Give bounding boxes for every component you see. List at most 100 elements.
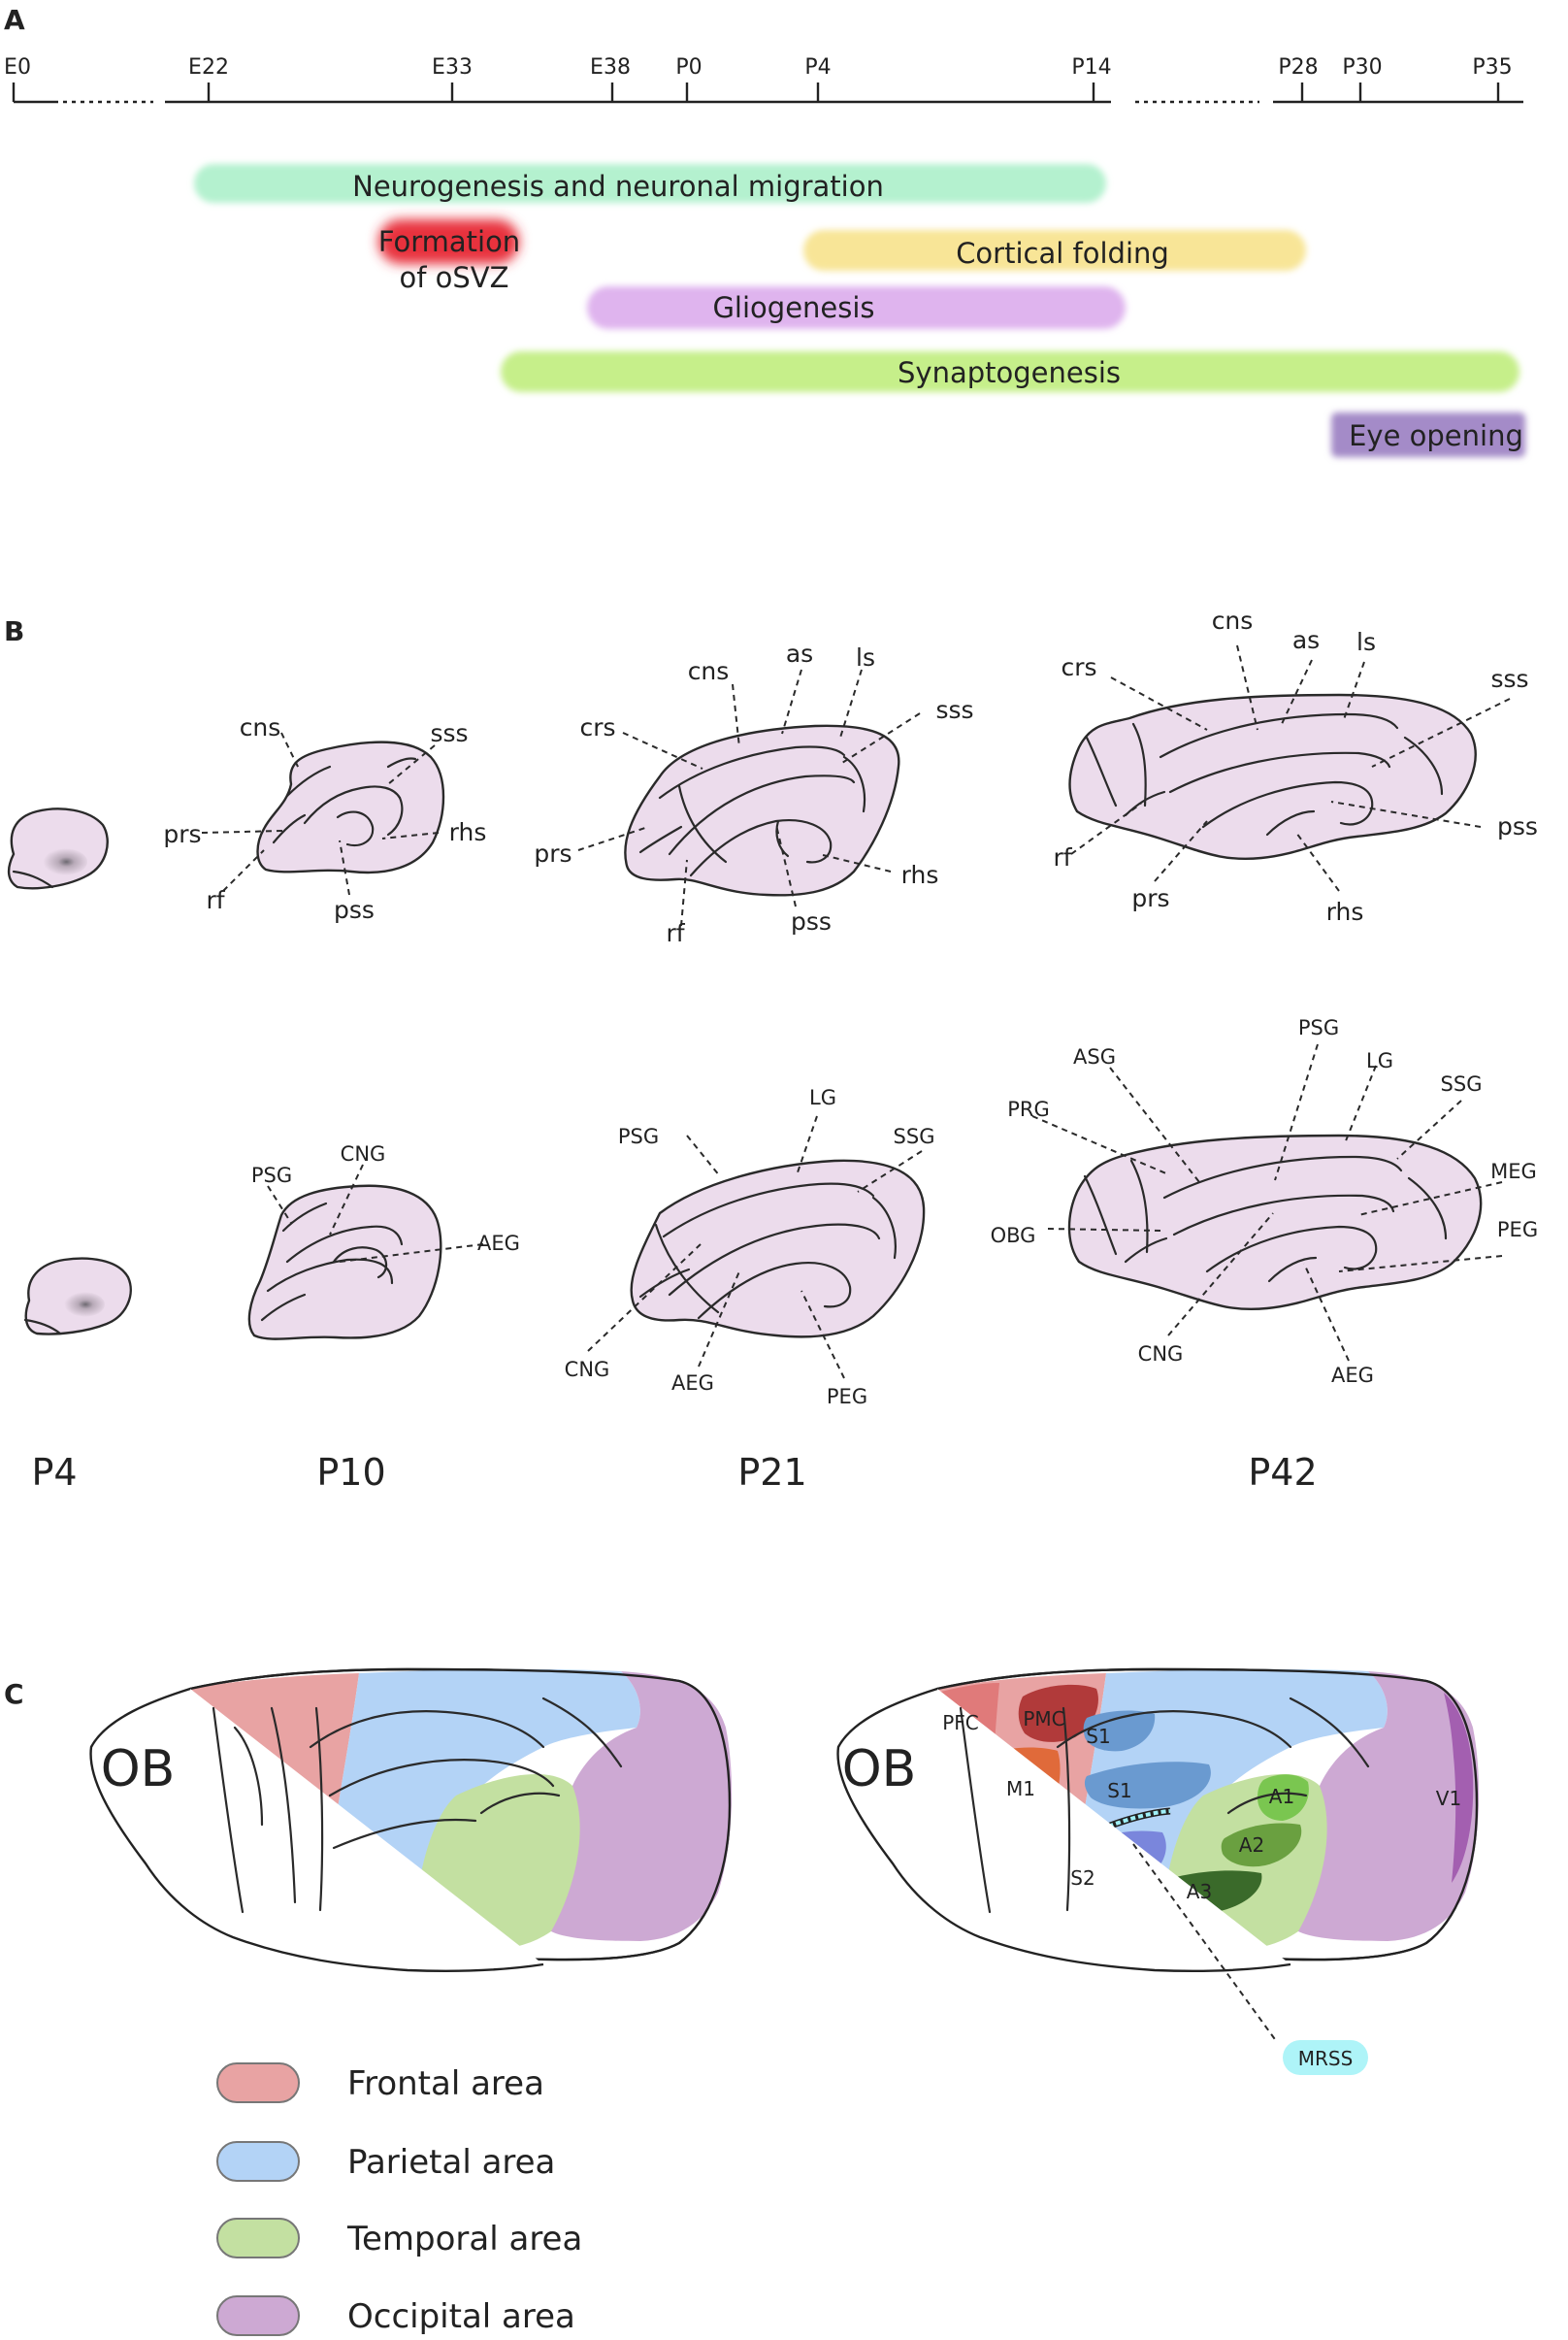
- brain-p42-lateral: cns as ls crs sss pss rf prs rhs: [1053, 607, 1538, 926]
- gyrus-label: PSG: [251, 1164, 292, 1187]
- age-label-p4: P4: [31, 1451, 77, 1494]
- age-label-p10: P10: [316, 1451, 385, 1494]
- mrss-badge: MRSS: [1283, 2040, 1368, 2075]
- tick-label: E38: [590, 55, 631, 80]
- sulcus-label: sss: [1490, 665, 1528, 693]
- gyrus-label: CNG: [565, 1358, 610, 1381]
- sulcus-label: pss: [791, 907, 832, 936]
- gyrus-label: PEG: [827, 1385, 867, 1408]
- sulcus-label: sss: [430, 719, 468, 747]
- legend-label: Occipital area: [347, 2297, 575, 2336]
- cortex-map-areas: OB: [89, 1667, 733, 1972]
- legend-item-occipital: Occipital area: [216, 2295, 575, 2336]
- tick-label: E22: [188, 55, 229, 80]
- brain-p10-lateral: cns sss prs rhs rf pss: [163, 713, 486, 924]
- sulcus-label: rhs: [1326, 898, 1364, 926]
- tick-label: P30: [1342, 55, 1382, 80]
- legend-swatch: [216, 2295, 300, 2336]
- sulcus-label: prs: [1131, 884, 1169, 912]
- legend-label: Temporal area: [346, 2220, 582, 2258]
- tick-label: E0: [4, 55, 31, 80]
- sulcus-label: cns: [240, 713, 281, 742]
- gyrus-label: PSG: [1298, 1016, 1339, 1039]
- gyrus-label: AEG: [671, 1371, 714, 1395]
- gyrus-label: CNG: [1138, 1342, 1184, 1366]
- region-label: A1: [1269, 1785, 1294, 1808]
- region-label: S2: [1070, 1866, 1094, 1890]
- gyrus-label: AEG: [1331, 1364, 1374, 1387]
- event-eye-opening: Eye opening: [1331, 412, 1525, 457]
- region-label: PMC: [1023, 1707, 1064, 1730]
- region-label: S1: [1086, 1725, 1110, 1748]
- tick-p30: P30: [1342, 55, 1383, 102]
- tick-p14: P14: [1071, 55, 1112, 102]
- sulcus-label: rhs: [901, 861, 939, 889]
- region-label: A3: [1187, 1880, 1212, 1903]
- tick-label: P35: [1472, 55, 1512, 80]
- sulcus-label: rf: [666, 919, 685, 947]
- event-gliogenesis: Gliogenesis: [587, 286, 1126, 329]
- legend-item-parietal: Parietal area: [216, 2141, 555, 2182]
- sulcus-label: as: [1292, 626, 1320, 654]
- sulcus-label: rf: [206, 886, 225, 914]
- gyrus-label: ASG: [1073, 1045, 1116, 1069]
- gyrus-label: AEG: [477, 1232, 520, 1255]
- olfactory-bulb-label: OB: [101, 1740, 176, 1798]
- brain-p21-lateral: cns as ls crs sss prs rhs rf pss: [534, 640, 973, 947]
- gyrus-label: PRG: [1007, 1098, 1050, 1121]
- legend-label: Parietal area: [347, 2143, 555, 2182]
- tick-e22: E22: [188, 55, 229, 102]
- gyrus-label: LG: [809, 1086, 836, 1109]
- sulcus-label: rf: [1053, 843, 1072, 872]
- region-label: S1: [1107, 1779, 1131, 1802]
- gyrus-label: LG: [1366, 1049, 1393, 1072]
- tick-label: E33: [432, 55, 473, 80]
- region-label: M1: [1006, 1777, 1035, 1800]
- event-cortical-folding: Cortical folding: [803, 230, 1306, 271]
- event-synaptogenesis: Synaptogenesis: [501, 351, 1519, 392]
- panel-label-c: C: [4, 1678, 24, 1710]
- sulcus-label: as: [786, 640, 813, 668]
- sulcus-label: rhs: [449, 818, 487, 846]
- panel-label-a: A: [4, 4, 25, 36]
- sulcus-label: pss: [1497, 812, 1538, 840]
- brain-p10-gyri: PSG CNG AEG: [247, 1142, 520, 1340]
- legend-label: Frontal area: [347, 2064, 544, 2103]
- legend-swatch: [216, 2141, 300, 2182]
- sulcus-label: ls: [1356, 628, 1376, 656]
- event-label: Eye opening: [1349, 419, 1523, 452]
- tick-label: P4: [804, 55, 831, 80]
- tick-label: P28: [1278, 55, 1318, 80]
- brain-p4-gyri: [23, 1257, 132, 1335]
- gyrus-label: SSG: [894, 1125, 935, 1148]
- legend-item-temporal: Temporal area: [216, 2218, 582, 2258]
- timeline-ticks: E0 E22 E33 E38 P0 P4 P14 P28 P30 P35: [4, 55, 1513, 102]
- mrss-label: MRSS: [1298, 2047, 1354, 2070]
- sulcus-label: ls: [856, 643, 875, 672]
- event-label: Gliogenesis: [712, 291, 874, 324]
- tick-label: P0: [675, 55, 702, 80]
- legend: Frontal area Parietal area Temporal area…: [216, 2062, 582, 2336]
- age-label-p21: P21: [737, 1451, 806, 1494]
- sulcus-label: cns: [1212, 607, 1254, 635]
- event-neurogenesis: Neurogenesis and neuronal migration: [194, 164, 1106, 203]
- legend-swatch: [216, 2218, 300, 2258]
- brain-p42-gyri: PSG ASG LG SSG PRG MEG OBG PEG CNG AEG: [991, 1016, 1539, 1387]
- sulcus-label: sss: [935, 696, 973, 724]
- brain-p21-gyri: PSG LG SSG CNG AEG PEG: [565, 1086, 935, 1408]
- tick-p35: P35: [1472, 55, 1513, 102]
- tick-p0: P0: [675, 55, 702, 102]
- gyrus-label: CNG: [341, 1142, 386, 1166]
- panel-label-b: B: [4, 615, 24, 647]
- region-label: PFC: [942, 1711, 979, 1734]
- sulcus-label: prs: [534, 840, 572, 868]
- gyrus-label: SSG: [1441, 1072, 1483, 1096]
- legend-swatch: [216, 2062, 300, 2103]
- legend-item-frontal: Frontal area: [216, 2062, 544, 2103]
- olfactory-bulb-label: OB: [842, 1740, 917, 1798]
- gyrus-label: PEG: [1497, 1218, 1538, 1241]
- event-bars: Neurogenesis and neuronal migration Form…: [194, 164, 1525, 457]
